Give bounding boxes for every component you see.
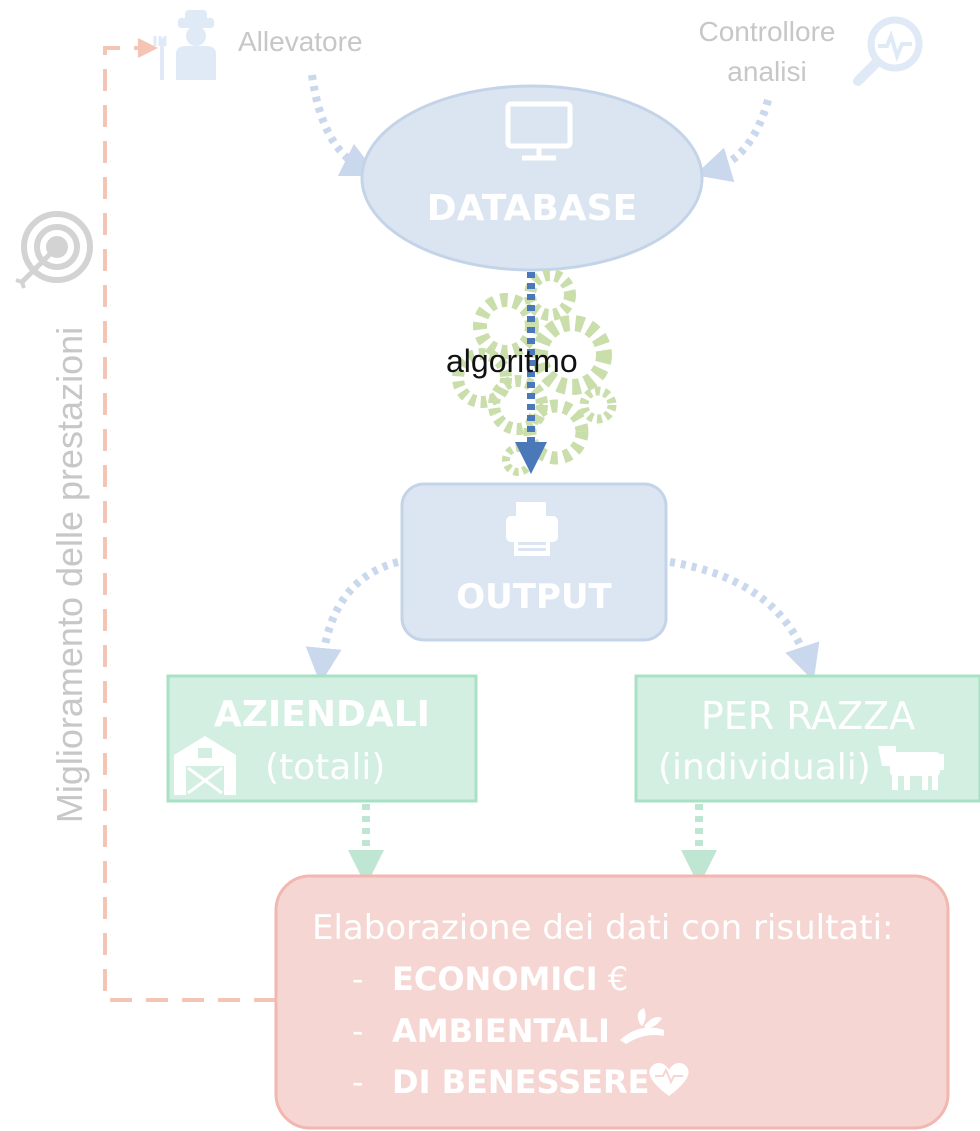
feedback-loop-line — [103, 38, 276, 1002]
arrow-farmer-to-database — [308, 74, 379, 177]
arrow-output-to-per-razza — [669, 558, 820, 682]
aziendali-title: AZIENDALI — [213, 694, 431, 735]
monitor-icon — [505, 101, 573, 161]
result-label: AMBIENTALI — [392, 1012, 610, 1050]
algorithm-label: algoritmo — [446, 343, 578, 379]
arrow-controller-to-database — [694, 98, 772, 183]
database-label: DATABASE — [426, 188, 638, 229]
euro-icon: € — [607, 960, 629, 998]
aziendali-subtitle: (totali) — [265, 747, 386, 788]
bullet-dash: - — [352, 1012, 364, 1050]
controller-label: Controllore analisi — [672, 12, 862, 92]
per-razza-title: PER RAZZA — [700, 694, 916, 738]
result-item-economici: -ECONOMICI € — [352, 960, 628, 998]
results-heading: Elaborazione dei dati con risultati: — [312, 908, 894, 948]
bullet-dash: - — [352, 1063, 364, 1101]
per-razza-node — [634, 674, 980, 803]
per-razza-subtitle: (individuali) — [658, 747, 871, 788]
feedback-label: Miglioramento delle prestazioni — [49, 326, 90, 824]
results-node — [274, 874, 950, 1130]
controller-label-line: analisi — [727, 56, 807, 87]
printer-icon — [506, 502, 558, 556]
result-item-ambientali: -AMBIENTALI — [352, 1012, 610, 1050]
hand-plant-icon — [620, 1008, 664, 1044]
farmer-label: Allevatore — [238, 26, 363, 57]
barn-icon — [174, 736, 236, 795]
target-icon — [15, 211, 93, 289]
farmer-icon — [153, 10, 216, 80]
output-node — [400, 482, 668, 642]
heart-pulse-icon — [649, 1063, 689, 1096]
controller-label-line: Controllore — [698, 16, 836, 47]
result-item-benessere: -DI BENESSERE — [352, 1063, 650, 1101]
magnifier-pulse-icon — [853, 16, 923, 86]
database-node — [360, 84, 704, 272]
result-label: ECONOMICI — [392, 960, 598, 998]
cow-icon — [878, 746, 944, 790]
result-label: DI BENESSERE — [392, 1063, 650, 1101]
output-label: OUTPUT — [456, 577, 612, 617]
arrow-output-to-aziendali — [305, 558, 400, 684]
bullet-dash: - — [352, 960, 364, 998]
